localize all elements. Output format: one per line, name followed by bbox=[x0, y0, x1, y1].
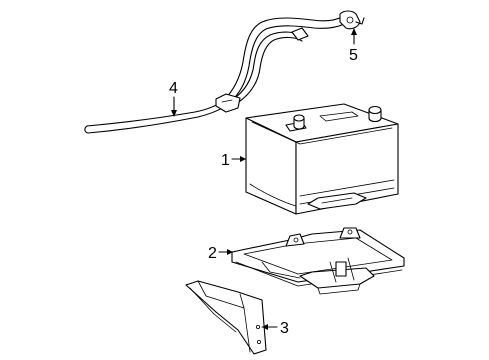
battery-tray bbox=[231, 227, 405, 295]
callout-1: 1 bbox=[221, 152, 247, 169]
callout-4: 4 bbox=[169, 80, 178, 117]
battery bbox=[245, 103, 399, 215]
svg-text:2: 2 bbox=[208, 245, 217, 262]
svg-text:3: 3 bbox=[280, 320, 289, 337]
battery-bracket bbox=[185, 280, 267, 355]
battery-cable bbox=[84, 10, 365, 134]
callout-3: 3 bbox=[261, 320, 289, 337]
svg-text:1: 1 bbox=[221, 152, 230, 169]
positive-terminal bbox=[368, 105, 382, 123]
svg-text:5: 5 bbox=[349, 47, 358, 64]
callout-2: 2 bbox=[208, 245, 234, 262]
svg-text:4: 4 bbox=[169, 80, 178, 97]
negative-terminal bbox=[293, 114, 305, 130]
callout-5: 5 bbox=[349, 28, 358, 64]
